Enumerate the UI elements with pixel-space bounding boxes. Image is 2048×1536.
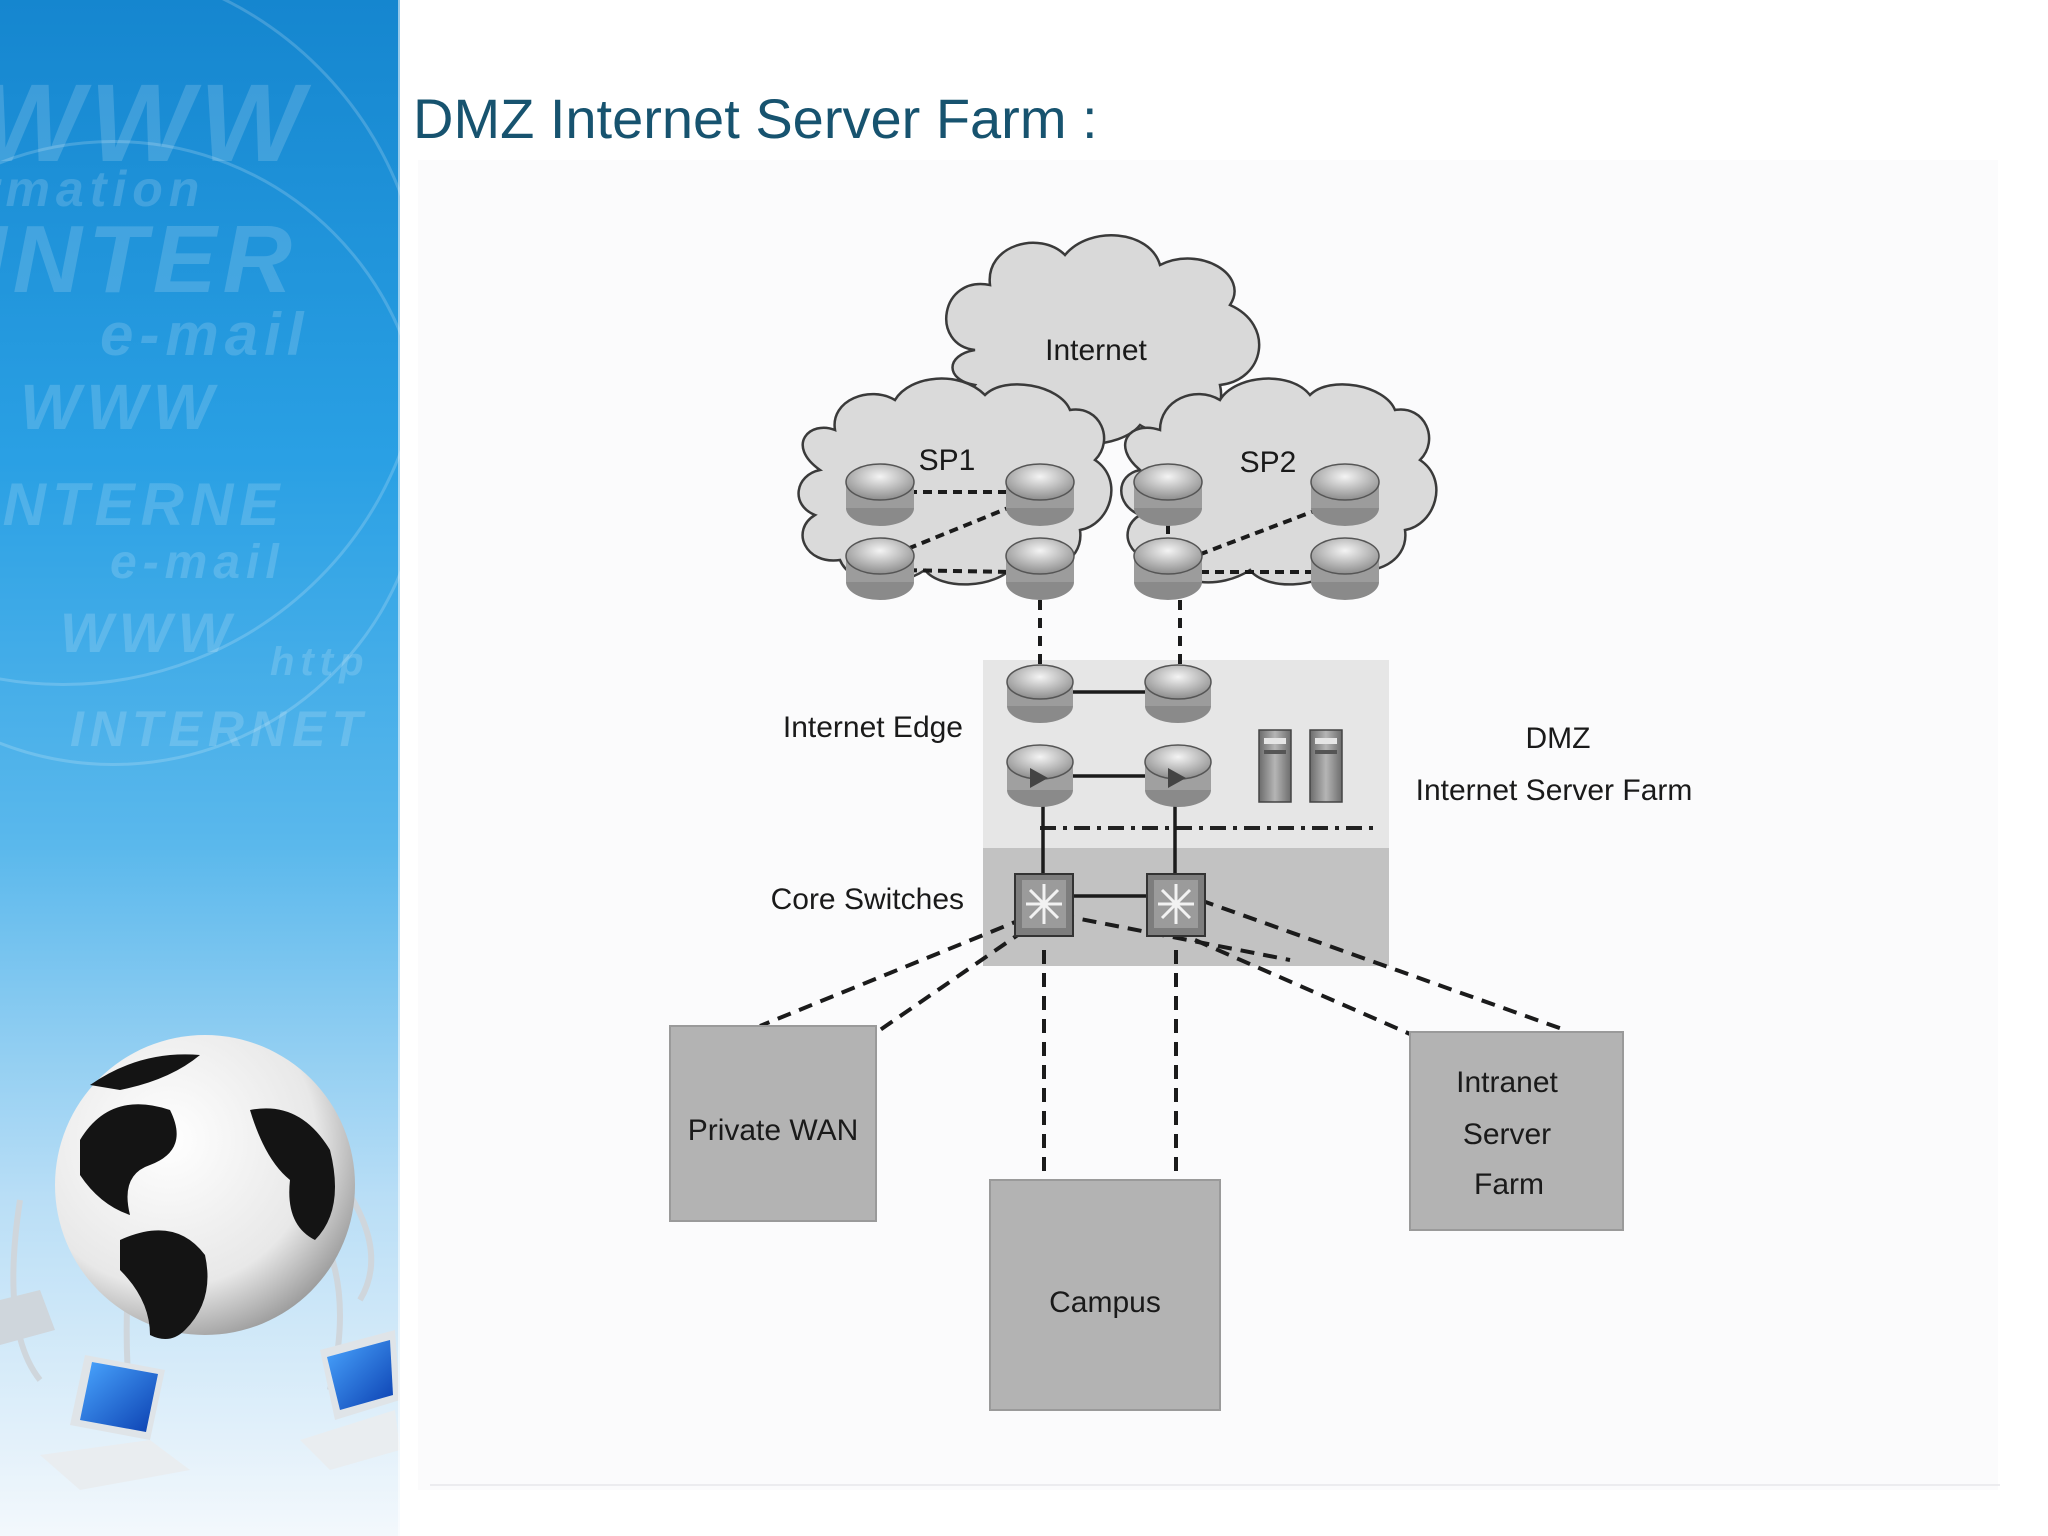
internet-edge-label: Internet Edge [783,711,963,744]
slide-title: DMZ Internet Server Farm : [413,87,1098,150]
sp1-cloud-label: SP1 [919,444,976,477]
core-downlinks [759,898,1566,1180]
intranet-label-line1: Intranet [1456,1066,1558,1099]
router-icon [845,463,915,526]
intranet-server-farm-box [1409,1031,1624,1231]
router-icon [1133,537,1203,600]
firewall-icon [1006,744,1074,807]
internet-cloud-label: Internet [1045,334,1147,367]
side-edge-line [398,0,402,1536]
panel-bottom-rule [430,1484,2000,1486]
edge-links [1041,690,1177,898]
firewall-icon [1144,744,1212,807]
sp2-cloud-label: SP2 [1240,446,1297,479]
private-wan-label: Private WAN [688,1114,859,1147]
private-wan-box [669,1025,877,1222]
intranet-label-line3: Farm [1474,1168,1544,1201]
router-icon [1310,537,1380,600]
dmz-label: DMZ [1526,722,1591,755]
core-switch-icon [1146,873,1206,937]
router-icon [1005,463,1075,526]
router-icon [1310,463,1380,526]
router-icon [1133,463,1203,526]
laptop-icon [40,1355,190,1490]
laptop-icon [300,1330,400,1470]
edge-router-icon [1006,664,1074,723]
server-icon [1309,729,1343,803]
dmz-server-farm-label: Internet Server Farm [1416,774,1693,807]
uplink-lines [1038,600,1182,672]
core-switch-icon [1014,873,1074,937]
router-icon [1005,537,1075,600]
campus-box [989,1179,1221,1411]
globe-laptops-illustration [0,1035,400,1490]
sp1-cloud [797,377,1113,586]
core-switches-label: Core Switches [771,883,964,916]
side-decoration-panel: WWW rmation INTER e-mail WWW INTERNE e-m… [0,0,400,1536]
router-icon [845,537,915,600]
campus-label: Campus [1049,1286,1161,1319]
edge-router-icon [1144,664,1212,723]
server-icon [1258,729,1292,803]
intranet-label-line2: Server [1463,1118,1551,1151]
